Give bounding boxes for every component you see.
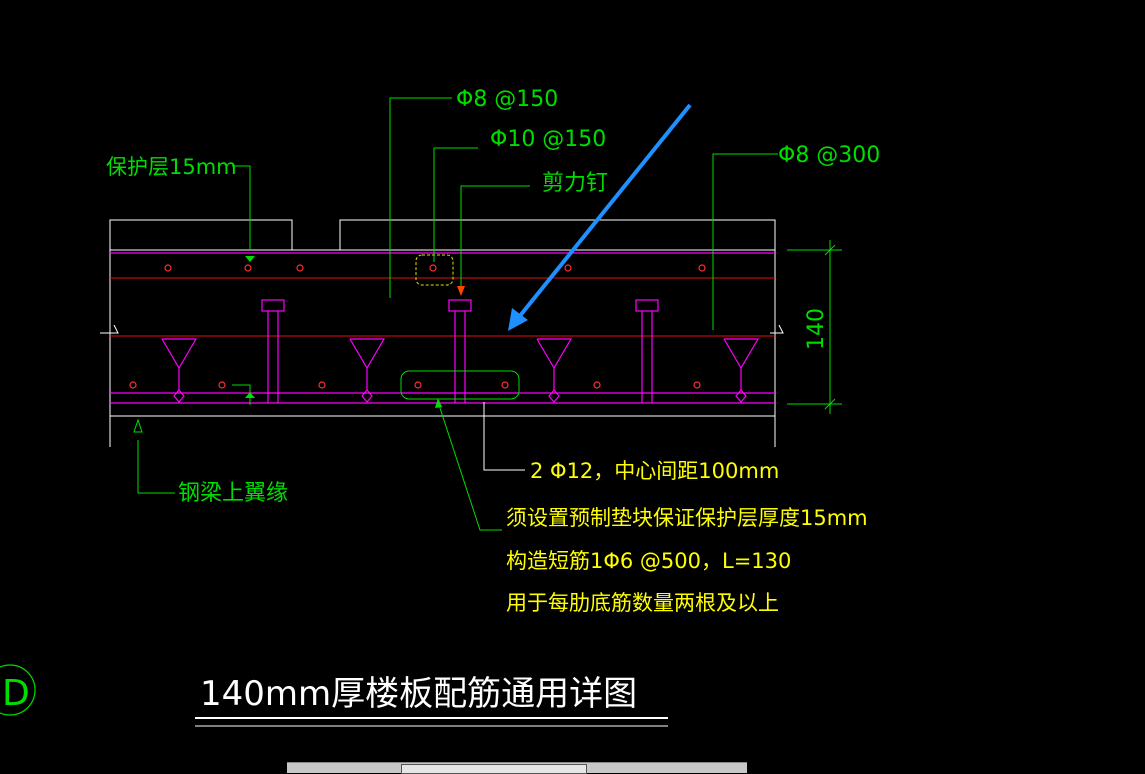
label-rib-bars: 2 Φ12，中心间距100mm [530,459,779,483]
label-flange: 钢梁上翼缘 [178,481,288,506]
label-right-rebar: Φ8 @300 [778,143,880,168]
drawing-title: 140mm厚楼板配筋通用详图 [200,674,637,714]
section-marker: D [0,664,36,716]
rebar-lines [110,277,775,337]
note-line-2: 构造短筋1Φ6 @500，L=130 [506,549,791,573]
note-line-1: 须设置预制垫块保证保护层厚度15mm [506,506,868,530]
note-line-3: 用于每肋底筋数量两根及以上 [506,591,779,615]
rib-bar-leader [483,402,525,471]
title-underline [195,717,668,727]
toolbar-field[interactable] [401,764,587,774]
deck-ribs [161,338,760,403]
label-mid-rebar: Φ10 @150 [490,127,606,152]
blue-pointer-arrow [508,103,692,331]
rebar-dots [129,264,706,389]
section-marker-letter: D [2,673,30,714]
leader-arrowheads [133,256,465,433]
bottom-toolbar[interactable] [287,762,747,774]
label-top-rebar: Φ8 @150 [456,87,558,112]
label-dimension: 140 [804,308,829,350]
dimension-140 [787,240,842,414]
label-shear-stud: 剪力钉 [542,171,608,196]
deck-lines [110,252,775,404]
label-cover: 保护层15mm [106,155,237,179]
leader-lines [137,97,778,531]
shear-studs [261,299,659,403]
